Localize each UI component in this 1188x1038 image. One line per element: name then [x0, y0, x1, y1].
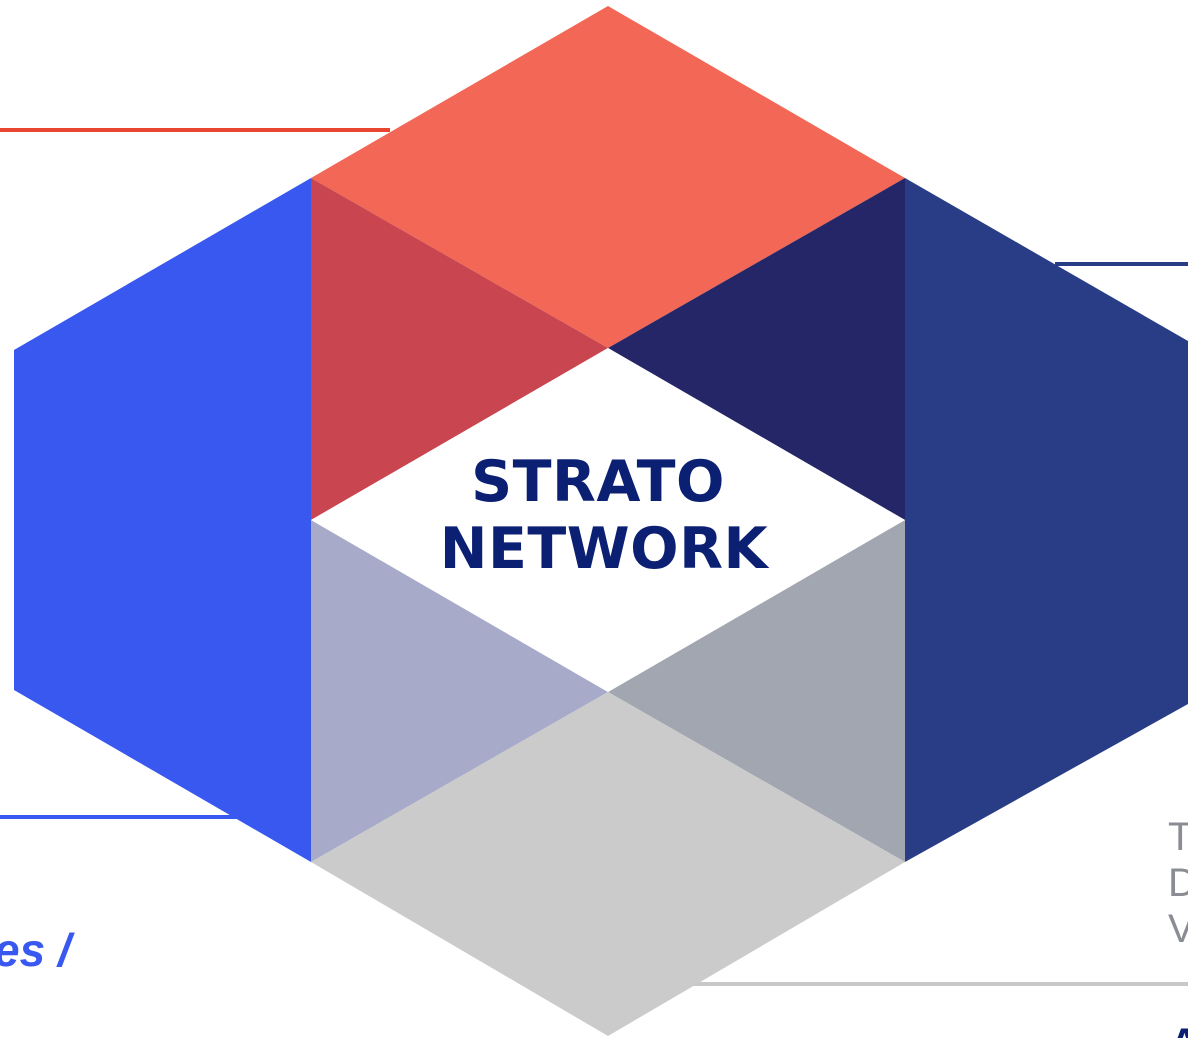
- hex-segment-upper-right-inner: [608, 178, 905, 520]
- right-cut-text-line-2: D: [1168, 861, 1188, 905]
- right-cut-text-line-3: V: [1168, 907, 1188, 951]
- center-title-line-2: NETWORK: [440, 516, 770, 582]
- right-cut-text-line-1: T: [1168, 815, 1188, 859]
- left-cut-text: es /: [0, 924, 75, 976]
- hex-center-diamond: [311, 348, 905, 692]
- right-cut-text-bottom: A: [1170, 1021, 1188, 1038]
- hex-segment-bottom: [311, 692, 905, 1036]
- hex-segment-upper-left-inner: [311, 178, 608, 520]
- hex-segment-right: [905, 178, 1188, 862]
- hex-segment-left: [14, 178, 311, 862]
- center-title-line-1: STRATO: [471, 449, 725, 515]
- hex-segment-lower-left-inner: [311, 520, 608, 862]
- hex-segment-top: [311, 6, 905, 348]
- hex-segment-lower-right-inner: [608, 520, 905, 862]
